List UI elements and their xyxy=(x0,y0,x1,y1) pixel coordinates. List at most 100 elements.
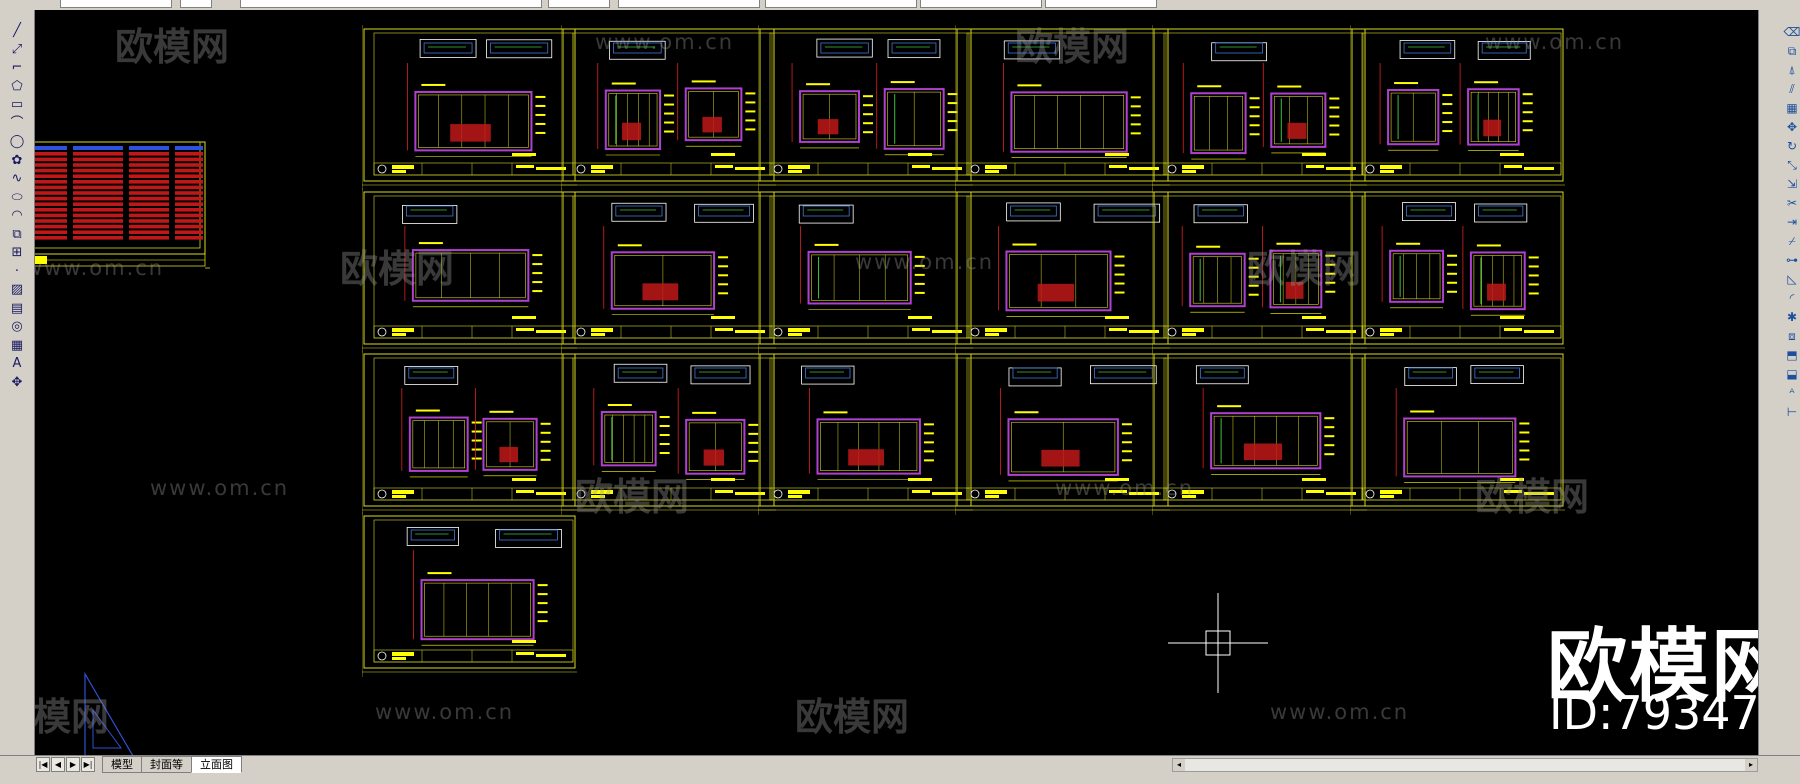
elevation-drawing xyxy=(1350,25,1565,190)
color-dropdown[interactable] xyxy=(180,0,212,8)
elevation-sheet[interactable] xyxy=(561,188,776,358)
elevation-sheet[interactable] xyxy=(362,25,577,195)
elevation-drawing xyxy=(362,350,577,515)
add-selected-icon[interactable]: ✥ xyxy=(11,374,23,390)
first-tab-button[interactable]: |◀ xyxy=(36,757,50,772)
rectangle-icon[interactable]: ▭ xyxy=(10,97,24,112)
elevation-sheet[interactable] xyxy=(955,188,1170,358)
mirror-icon[interactable]: ⍋ xyxy=(1788,63,1796,77)
gradient-icon[interactable]: ▤ xyxy=(10,300,24,316)
elevation-drawing xyxy=(758,188,973,353)
tab-cover[interactable]: 封面等 xyxy=(141,756,192,773)
revision-cloud-icon[interactable]: ✿ xyxy=(11,152,23,168)
elevation-sheet[interactable] xyxy=(561,25,776,195)
text-front-icon[interactable]: ᴬ xyxy=(1789,386,1795,400)
rotate-icon[interactable]: ↻ xyxy=(1786,139,1798,153)
polyline-icon[interactable]: ⌐ xyxy=(11,60,23,75)
elevation-sheet[interactable] xyxy=(758,188,973,358)
copy-icon[interactable]: ⧉ xyxy=(1787,44,1797,58)
elevation-sheet[interactable] xyxy=(1350,25,1565,195)
make-block-icon[interactable]: ⊞ xyxy=(11,245,23,260)
color-control[interactable] xyxy=(618,0,760,8)
ellipse-icon[interactable]: ⬭ xyxy=(11,189,23,205)
extend-icon[interactable]: ⇥ xyxy=(1786,215,1798,229)
elevation-sheet[interactable] xyxy=(362,188,577,358)
watermark-logo: 欧模网 xyxy=(115,25,230,69)
spline-icon[interactable]: ∿ xyxy=(11,171,23,186)
erase-icon[interactable]: ⌫ xyxy=(1783,25,1800,39)
elevation-drawing xyxy=(955,350,1170,515)
scale-icon[interactable]: ⤡ xyxy=(1787,158,1797,172)
prev-tab-button[interactable]: ◀ xyxy=(51,757,65,772)
material-table-sheet[interactable] xyxy=(35,140,210,280)
scroll-right-arrow[interactable]: ▸ xyxy=(1745,759,1757,771)
region-icon[interactable]: ◎ xyxy=(11,319,23,334)
move-icon[interactable]: ✥ xyxy=(1786,120,1798,134)
watermark-logo: 欧模网 xyxy=(795,695,910,739)
line-icon[interactable]: ╱ xyxy=(13,23,21,38)
last-tab-button[interactable]: ▶| xyxy=(81,757,95,772)
watermark-url: www.om.cn xyxy=(375,700,515,724)
layer-properties-dropdown[interactable] xyxy=(240,0,542,8)
layer-state-dropdown[interactable] xyxy=(548,0,610,8)
elevation-sheet[interactable] xyxy=(362,512,577,682)
dims-front-icon[interactable]: ⊢ xyxy=(1786,405,1798,419)
elevation-drawing xyxy=(758,350,973,515)
elevation-drawing xyxy=(561,350,776,515)
scroll-left-arrow[interactable]: ◂ xyxy=(1173,759,1185,771)
drawing-canvas[interactable]: 欧模网 www.om.cn 欧模网 www.om.cn www.om.cn 欧模… xyxy=(35,10,1758,759)
crosshair-cursor xyxy=(1168,593,1268,693)
hatch-icon[interactable]: ▨ xyxy=(10,282,24,297)
elevation-sheet[interactable] xyxy=(955,25,1170,195)
elevation-drawing xyxy=(955,188,1170,353)
multiline-text-icon[interactable]: A xyxy=(12,356,22,371)
polygon-icon[interactable]: ⬠ xyxy=(11,78,23,94)
lineweight-control[interactable] xyxy=(920,0,1042,8)
break-icon[interactable]: ⌿ xyxy=(1788,234,1796,248)
circle-icon[interactable]: ◯ xyxy=(9,134,25,149)
next-tab-button[interactable]: ▶ xyxy=(66,757,80,772)
elevation-sheet[interactable] xyxy=(955,350,1170,520)
array-icon[interactable]: ▦ xyxy=(1786,101,1798,115)
elevation-drawing xyxy=(955,25,1170,190)
elevation-drawing xyxy=(362,25,577,190)
point-icon[interactable]: · xyxy=(14,263,20,279)
tab-elevations[interactable]: 立面图 xyxy=(191,756,242,773)
plotstyle-control[interactable] xyxy=(1045,0,1157,8)
fillet-icon[interactable]: ◜ xyxy=(1789,291,1795,305)
layout-tab-bar: |◀ ◀ ▶ ▶| 模型 封面等 立面图 ◂ ▸ xyxy=(0,755,1800,784)
elevation-sheet[interactable] xyxy=(1152,350,1367,520)
construction-line-icon[interactable]: ⤢ xyxy=(11,41,23,57)
elevation-drawing xyxy=(1350,188,1565,353)
elevation-sheet[interactable] xyxy=(1350,350,1565,520)
trim-icon[interactable]: ✂ xyxy=(1786,196,1798,210)
layout-tabs: |◀ ◀ ▶ ▶| 模型 封面等 立面图 xyxy=(36,756,242,773)
elevation-sheet[interactable] xyxy=(1152,188,1367,358)
stretch-icon[interactable]: ⇲ xyxy=(1786,177,1798,191)
explode-icon[interactable]: ✱ xyxy=(1786,310,1798,324)
elevation-sheet[interactable] xyxy=(758,350,973,520)
tab-model[interactable]: 模型 xyxy=(102,756,142,773)
offset-icon[interactable]: ⫽ xyxy=(1789,82,1795,96)
elevation-drawing xyxy=(1152,188,1367,353)
elevation-drawing xyxy=(561,188,776,353)
ellipse-arc-icon[interactable]: ◠ xyxy=(11,208,23,223)
elevation-sheet[interactable] xyxy=(362,350,577,520)
arc-icon[interactable]: ⌒ xyxy=(10,115,24,131)
elevation-drawing xyxy=(1152,350,1367,515)
join-icon[interactable]: ⊶ xyxy=(1786,253,1798,267)
insert-block-icon[interactable]: ⧉ xyxy=(12,226,22,242)
elevation-sheet[interactable] xyxy=(1152,25,1367,195)
elevation-sheet[interactable] xyxy=(561,350,776,520)
bring-front-icon[interactable]: ⬒ xyxy=(1786,348,1798,362)
elevation-sheet[interactable] xyxy=(1350,188,1565,358)
linetype-control[interactable] xyxy=(765,0,917,8)
send-back-icon[interactable]: ⬓ xyxy=(1786,367,1798,381)
layer-dropdown[interactable] xyxy=(60,0,172,8)
table-icon[interactable]: ▦ xyxy=(10,337,24,353)
chamfer-icon[interactable]: ◺ xyxy=(1787,272,1797,286)
elevation-drawing xyxy=(1152,25,1367,190)
draw-order-icon[interactable]: ⧈ xyxy=(1788,329,1796,343)
elevation-sheet[interactable] xyxy=(758,25,973,195)
horizontal-scrollbar[interactable]: ◂ ▸ xyxy=(1172,758,1758,772)
